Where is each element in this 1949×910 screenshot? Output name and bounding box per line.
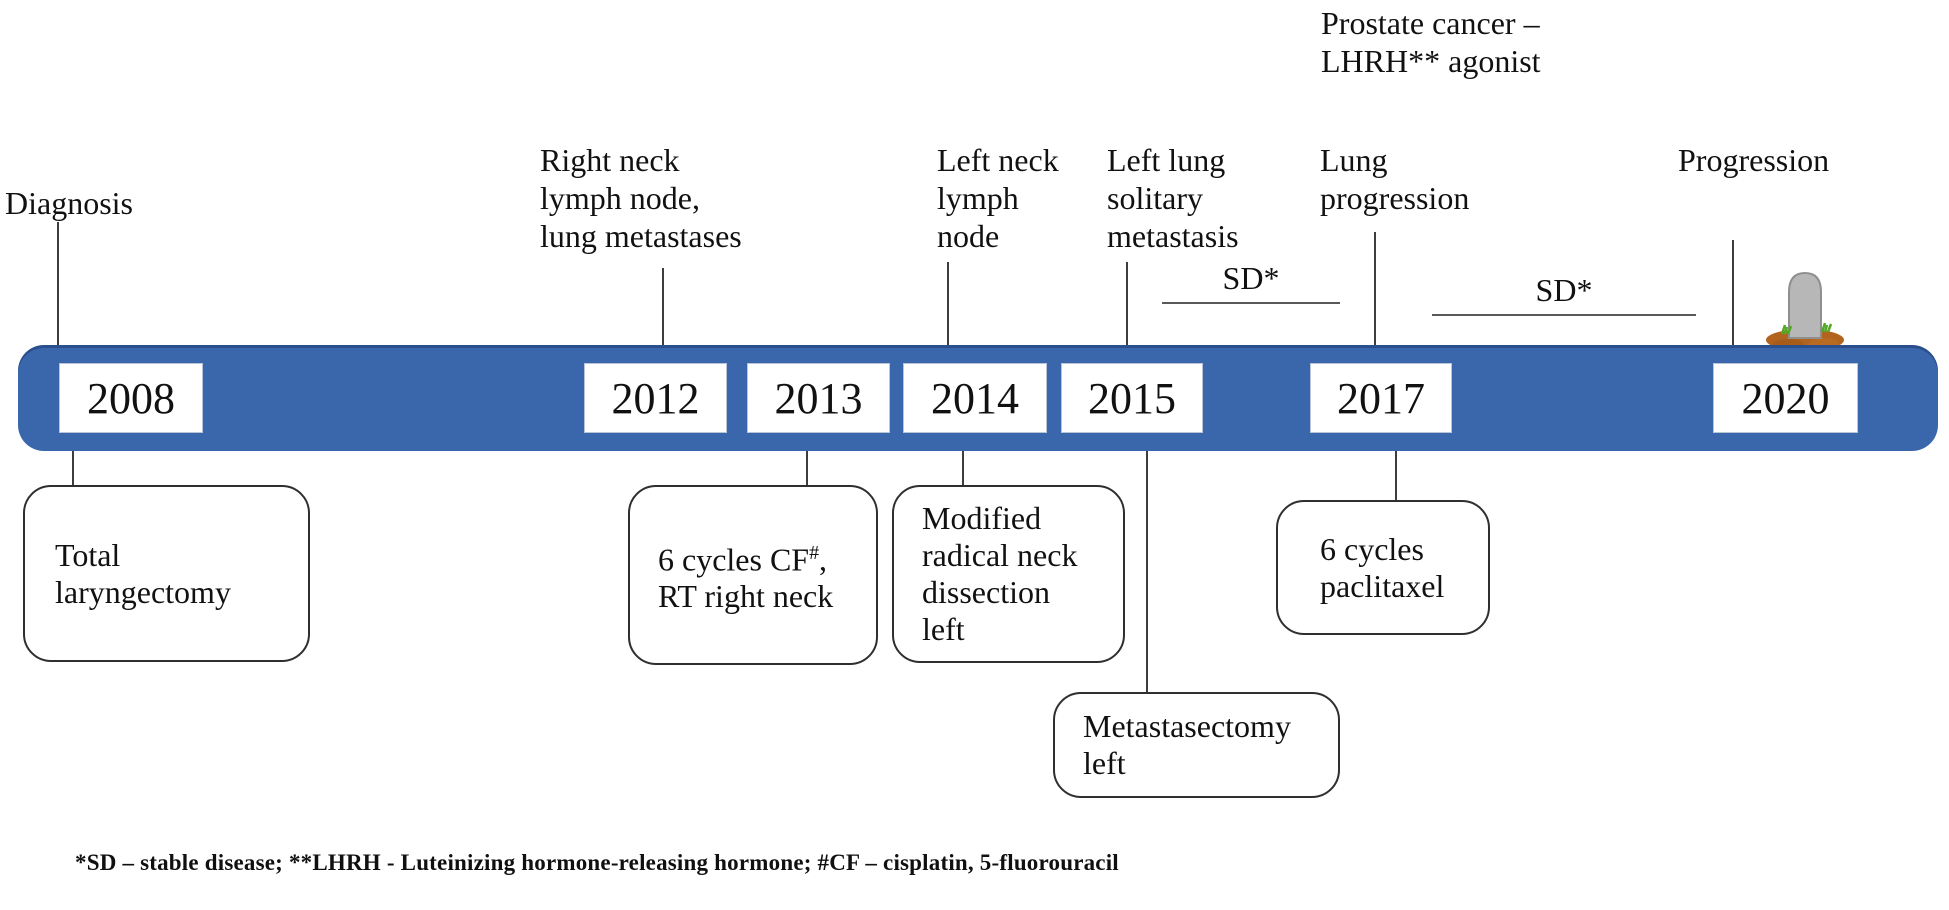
year-2008: 2008 xyxy=(59,363,203,433)
event-label-lung-progression: Lung progression xyxy=(1320,142,1470,216)
event-label-right-neck: Right neck lymph node, lung metastases xyxy=(540,142,742,254)
connector-line-right-neck xyxy=(662,268,664,345)
connector-line-cf xyxy=(806,451,808,485)
event-label-left-lung: Left lung solitary metastasis xyxy=(1107,142,1239,254)
treatment-label-cf: 6 cycles CF#,RT right neck xyxy=(658,535,833,616)
cf-hash-superscript: # xyxy=(809,541,820,564)
connector-line-left-lung xyxy=(1126,262,1128,345)
sd-label-1: SD* xyxy=(1222,260,1280,296)
year-2020: 2020 xyxy=(1713,363,1858,433)
treatment-label-paclitaxel: 6 cycles paclitaxel xyxy=(1320,530,1445,604)
event-label-left-neck: Left neck lymph node xyxy=(937,142,1059,254)
cf-line1-prefix: 6 cycles CF xyxy=(658,541,810,578)
year-2014: 2014 xyxy=(903,363,1047,433)
treatment-label-laryngectomy: Total laryngectomy xyxy=(55,536,231,610)
connector-line-left-neck xyxy=(947,262,949,345)
sd-label-2: SD* xyxy=(1535,272,1593,308)
year-2013: 2013 xyxy=(747,363,890,433)
treatment-box-cf: 6 cycles CF#,RT right neck xyxy=(628,485,878,665)
sd-underline-2 xyxy=(1432,314,1696,316)
footnote: *SD – stable disease; **LHRH - Luteinizi… xyxy=(75,850,1119,875)
connector-line-neck-dissection xyxy=(962,451,964,485)
event-label-prostate-cancer: Prostate cancer – LHRH** agonist xyxy=(1321,5,1541,79)
treatment-box-paclitaxel: 6 cycles paclitaxel xyxy=(1276,500,1490,635)
connector-line-diagnosis xyxy=(57,222,59,345)
cf-line1-suffix: , xyxy=(819,541,828,578)
treatment-box-laryngectomy: Total laryngectomy xyxy=(23,485,310,662)
tombstone-icon xyxy=(1766,271,1844,351)
event-label-progression: Progression xyxy=(1678,142,1830,178)
sd-segment-1: SD* xyxy=(1162,260,1340,304)
connector-line-laryngectomy xyxy=(72,451,74,485)
sd-segment-2: SD* xyxy=(1432,272,1696,316)
treatment-box-neck-dissection: Modified radical neck dissection left xyxy=(892,485,1125,663)
connector-line-paclitaxel xyxy=(1395,451,1397,500)
connector-line-progression xyxy=(1732,240,1734,345)
connector-line-lung-progression xyxy=(1374,232,1376,345)
sd-underline-1 xyxy=(1162,302,1340,304)
year-2015: 2015 xyxy=(1061,363,1203,433)
treatment-label-neck-dissection: Modified radical neck dissection left xyxy=(922,500,1078,647)
cf-line2: RT right neck xyxy=(658,578,834,615)
treatment-box-metastasectomy: Metastasectomy left xyxy=(1053,692,1340,798)
treatment-label-metastasectomy: Metastasectomy left xyxy=(1083,708,1291,781)
connector-line-metastasectomy xyxy=(1146,451,1148,692)
year-2017: 2017 xyxy=(1310,363,1452,433)
event-label-diagnosis: Diagnosis xyxy=(5,185,133,221)
year-2012: 2012 xyxy=(584,363,727,433)
